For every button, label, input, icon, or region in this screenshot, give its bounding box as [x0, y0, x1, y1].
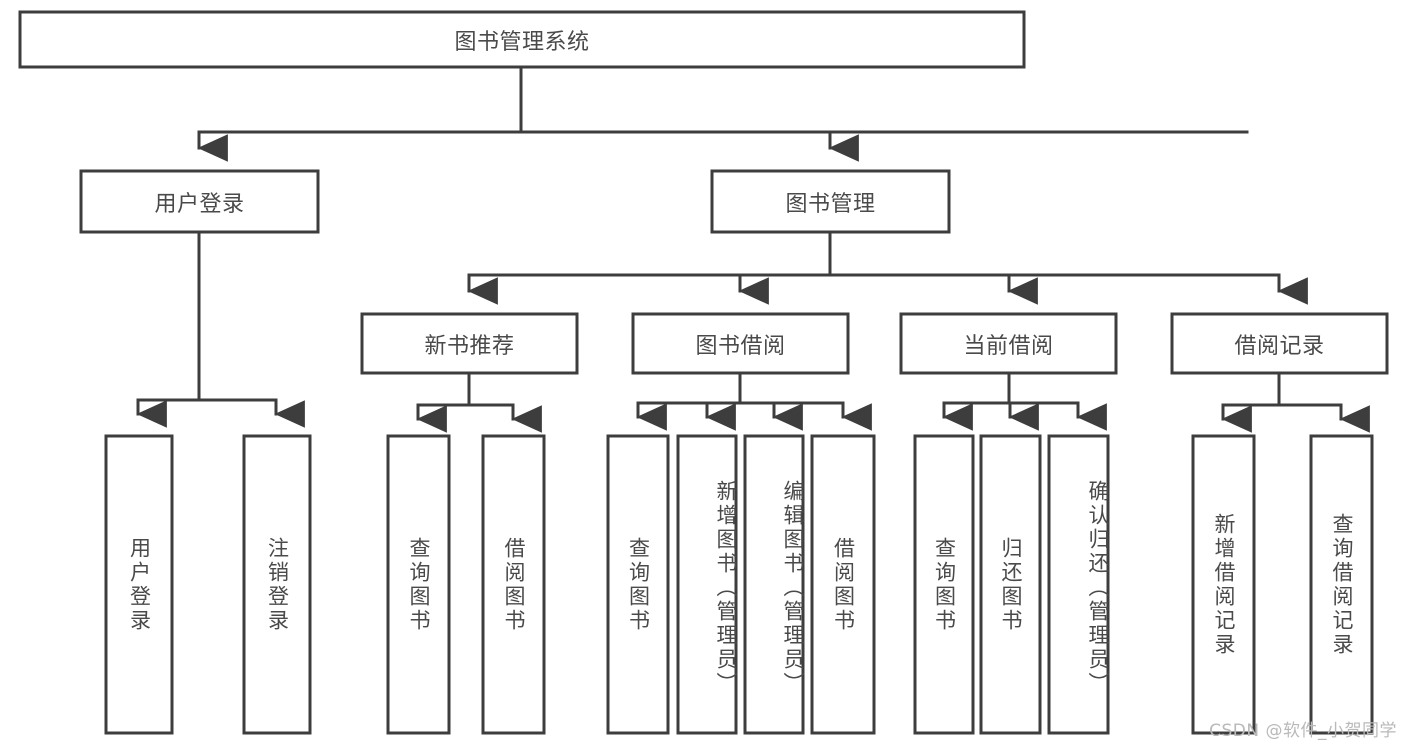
node-leaf-bb-edit-book[interactable]: [743, 434, 805, 735]
node-leaf-bb-borrow-book[interactable]: [810, 434, 876, 735]
node-leaf-br-query-record[interactable]: [1309, 434, 1374, 735]
connector-user-login-to-leaves: [136, 231, 305, 428]
node-leaf-cb-confirm-return[interactable]: [1047, 434, 1110, 735]
connector-new-book-to-leaves: [416, 372, 542, 433]
connector-book-borrow-to-leaves: [636, 372, 872, 431]
node-new-book-recommend[interactable]: [360, 312, 579, 375]
node-leaf-nb-borrow-book[interactable]: [481, 434, 546, 735]
connector-borrow-record-to-leaves: [1221, 372, 1370, 433]
node-leaf-cb-return-book[interactable]: [979, 434, 1042, 735]
node-leaf-user-logout[interactable]: [242, 434, 312, 735]
node-leaf-user-login[interactable]: [104, 434, 174, 735]
node-current-borrow[interactable]: [899, 312, 1118, 375]
node-book-management[interactable]: [710, 169, 951, 234]
node-leaf-bb-add-book[interactable]: [676, 434, 738, 735]
node-leaf-bb-query-book[interactable]: [606, 434, 670, 735]
connector-current-borrow-to-leaves: [942, 372, 1107, 431]
node-leaf-nb-query-book[interactable]: [386, 434, 451, 735]
node-root[interactable]: [18, 10, 1026, 69]
node-user-login[interactable]: [79, 169, 320, 234]
node-book-borrow[interactable]: [631, 312, 850, 375]
connector-root-to-level2: [197, 66, 1249, 162]
node-leaf-br-add-record[interactable]: [1191, 434, 1256, 735]
node-borrow-record[interactable]: [1170, 312, 1389, 375]
node-leaf-cb-query-book[interactable]: [913, 434, 975, 735]
connector-book-mgmt-to-level3: [467, 230, 1308, 305]
